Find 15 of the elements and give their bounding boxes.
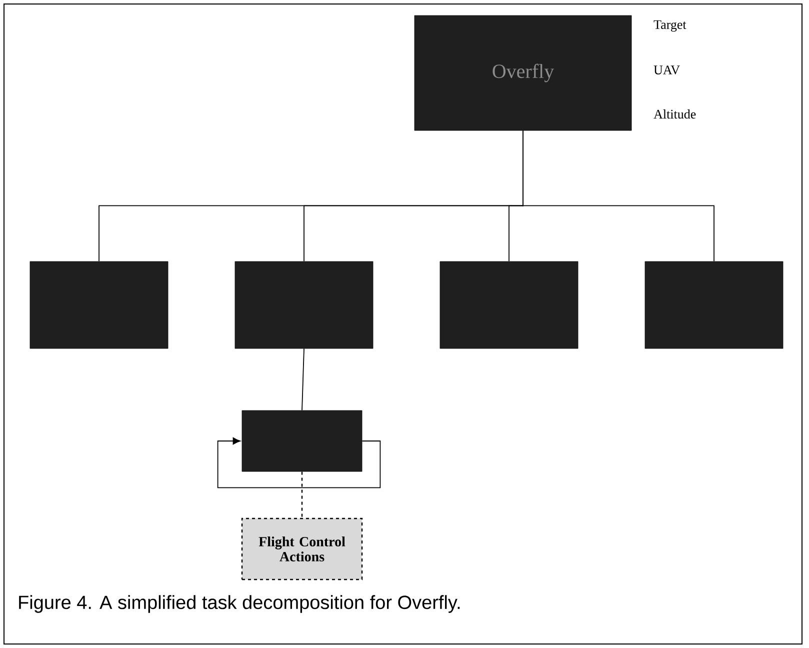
task-box [234,261,374,349]
parameter-label: Altitude [654,109,696,119]
caption: Figure 4. A simplified task decomposition for Overfly. [19,595,460,613]
task-box [644,261,784,349]
task-box: Overfly [414,15,632,131]
connector-line [302,348,304,411]
action-box: Flight Control Actions [241,518,363,580]
parameter-label: UAV [654,66,680,74]
loop-arrow [217,437,381,488]
tree-line [522,130,714,262]
task-box [440,261,578,349]
parameter-label: Target [654,20,686,32]
connector-line [301,472,303,518]
task-box [242,410,362,472]
task-box [30,261,168,349]
